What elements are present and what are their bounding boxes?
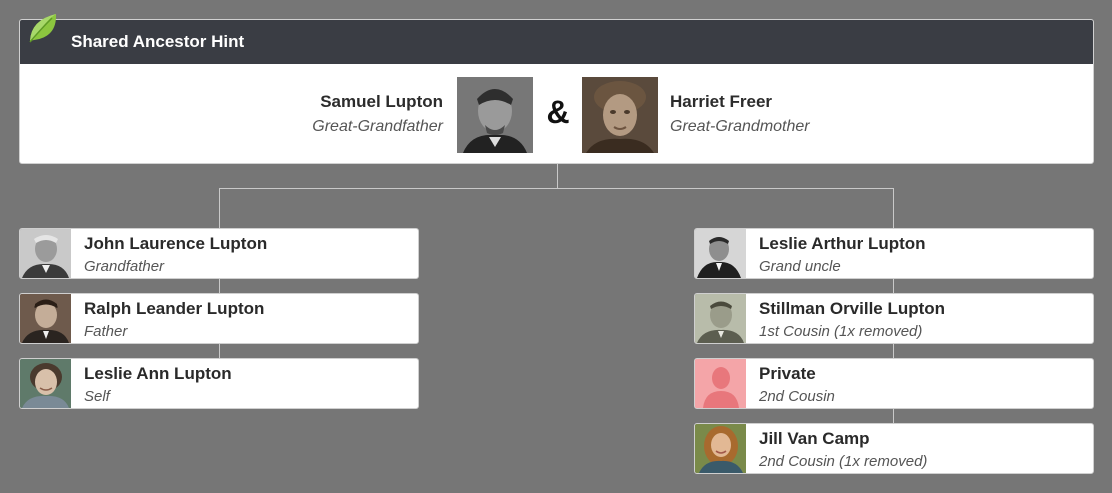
person-relationship: 2nd Cousin	[759, 388, 835, 405]
person-card[interactable]: Leslie Ann Lupton Self	[19, 358, 419, 409]
person-name: Stillman Orville Lupton	[759, 299, 946, 318]
person-card[interactable]: Private 2nd Cousin	[694, 358, 1094, 409]
leaf-icon	[26, 10, 62, 46]
person-relationship: Father	[84, 323, 128, 340]
person-relationship: Grandfather	[84, 258, 165, 275]
person-card[interactable]: Leslie Arthur Lupton Grand uncle	[694, 228, 1094, 279]
person-card[interactable]: Stillman Orville Lupton 1st Cousin (1x r…	[694, 293, 1094, 344]
person-relationship: 1st Cousin (1x removed)	[759, 323, 923, 340]
tree-connector-horizontal	[219, 188, 894, 189]
person-card[interactable]: Ralph Leander Lupton Father	[19, 293, 419, 344]
panel-header: Shared Ancestor Hint	[20, 20, 1093, 64]
person-relationship: Self	[84, 388, 110, 405]
panel-title: Shared Ancestor Hint	[71, 32, 245, 51]
ancestor-right-photo[interactable]	[582, 77, 658, 153]
ancestor-left-name[interactable]: Samuel Lupton	[320, 92, 443, 111]
private-person-icon	[695, 359, 746, 408]
couple-ampersand: &	[546, 94, 570, 130]
ancestor-right-relationship: Great-Grandmother	[670, 118, 810, 135]
person-card[interactable]: Jill Van Camp 2nd Cousin (1x removed)	[694, 423, 1094, 474]
person-photo	[695, 294, 746, 343]
person-photo	[695, 229, 746, 278]
person-name: Leslie Arthur Lupton	[759, 234, 926, 253]
shared-ancestor-panel: Shared Ancestor Hint Samuel Lupton Great…	[19, 19, 1094, 164]
person-relationship: 2nd Cousin (1x removed)	[759, 453, 928, 470]
person-card[interactable]: John Laurence Lupton Grandfather	[19, 228, 419, 279]
person-photo	[20, 229, 71, 278]
person-photo	[695, 424, 746, 473]
ancestor-right-name[interactable]: Harriet Freer	[670, 92, 773, 111]
person-name: Private	[759, 364, 816, 383]
person-name: John Laurence Lupton	[84, 234, 268, 253]
person-name: Ralph Leander Lupton	[84, 299, 265, 318]
ancestor-left-relationship: Great-Grandfather	[312, 118, 443, 135]
tree-connector-trunk	[557, 164, 558, 188]
person-name: Jill Van Camp	[759, 429, 870, 448]
person-photo	[20, 359, 71, 408]
person-photo	[20, 294, 71, 343]
tree-connector-left	[219, 188, 220, 384]
ancestor-left-photo[interactable]	[457, 77, 533, 153]
person-name: Leslie Ann Lupton	[84, 364, 232, 383]
person-relationship: Grand uncle	[759, 258, 841, 275]
